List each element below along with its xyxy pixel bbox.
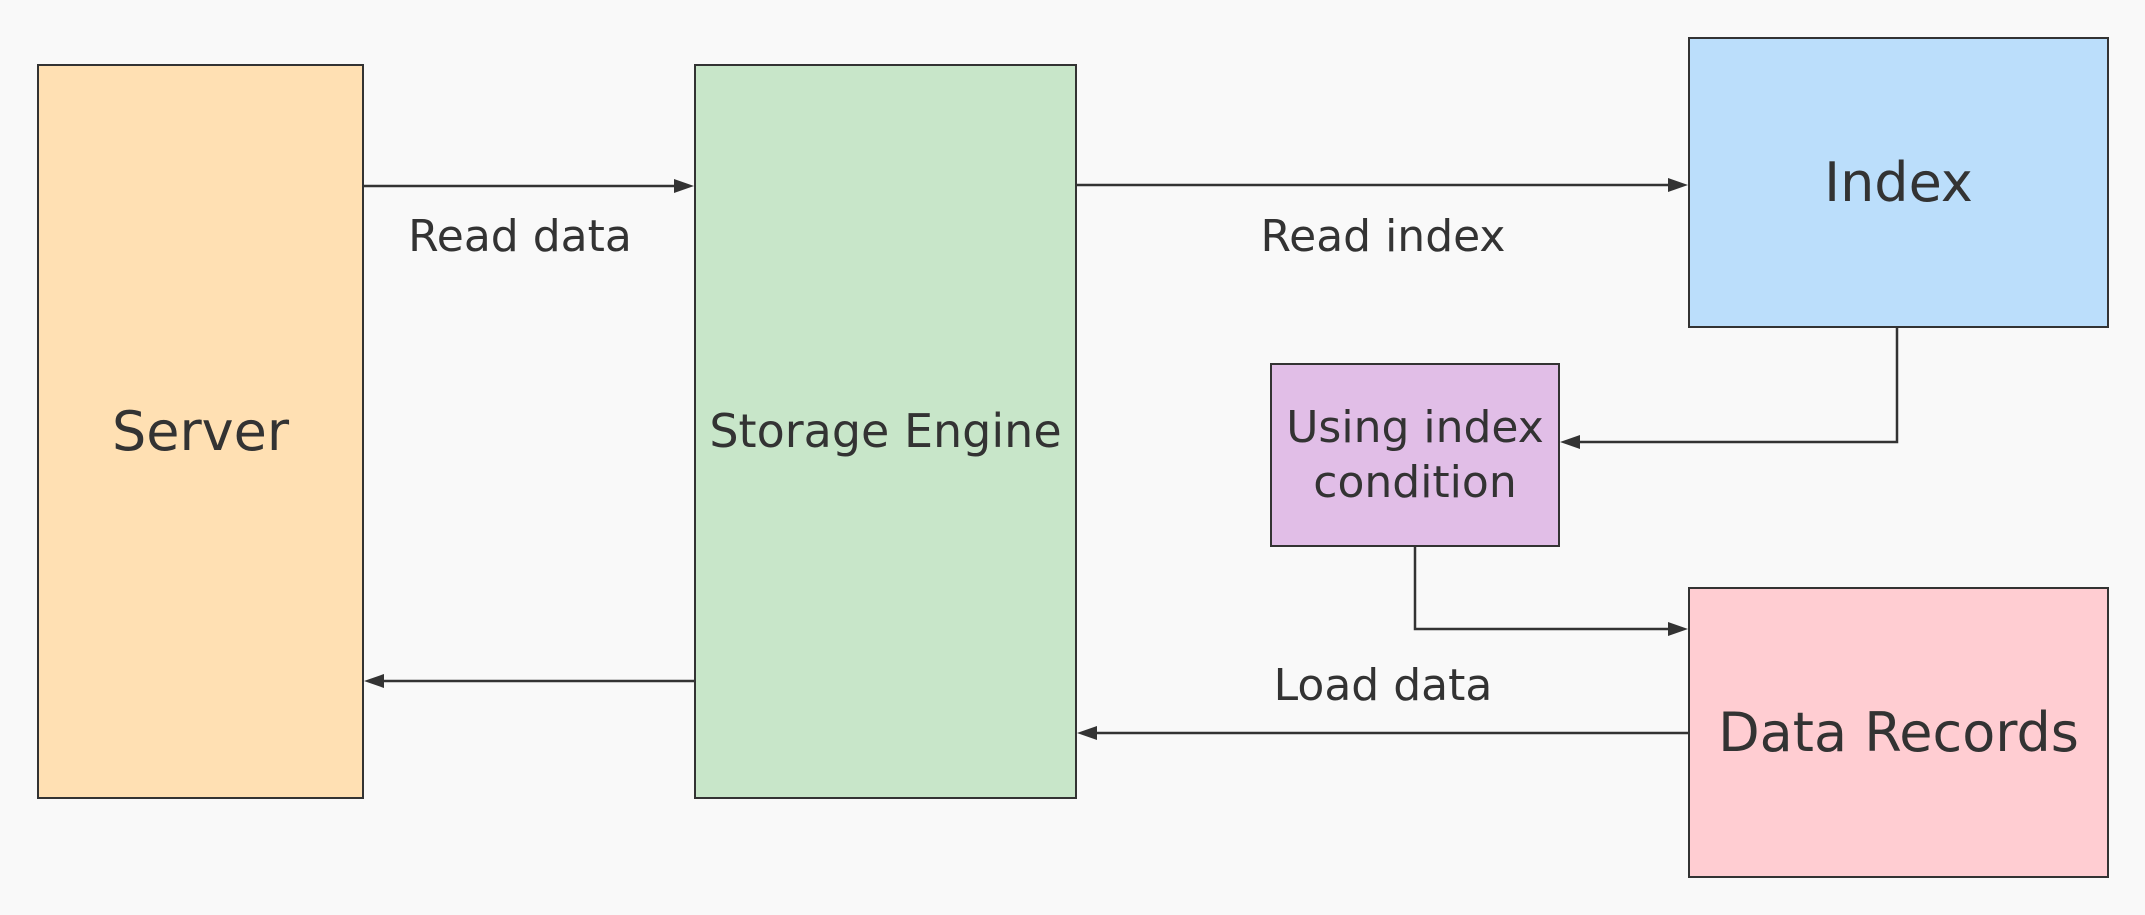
server-label: Server (111, 399, 290, 463)
storage-engine-label: Storage Engine (709, 403, 1062, 458)
arrowhead-storage-to-index (1668, 178, 1688, 192)
edge-index-to-condition (1574, 328, 1899, 444)
data-records-box: Data Records (1688, 587, 2109, 878)
arrowhead-condition-to-records (1668, 622, 1688, 636)
storage-engine-box: Storage Engine (694, 64, 1077, 799)
arrowhead-server-to-storage (674, 179, 694, 193)
arrowhead-records-to-storage (1077, 726, 1097, 740)
server-box: Server (37, 64, 364, 799)
arrowhead-storage-to-server (364, 674, 384, 688)
index-label: Index (1824, 150, 1973, 214)
using-index-condition-label: Using index condition (1286, 402, 1544, 508)
read-data-label: Read data (408, 211, 632, 262)
data-records-label: Data Records (1718, 700, 2079, 764)
read-index-label: Read index (1260, 211, 1506, 262)
using-index-condition-box: Using index condition (1270, 363, 1560, 547)
index-box: Index (1688, 37, 2109, 328)
edge-condition-to-records (1413, 547, 1674, 631)
load-data-label: Load data (1273, 660, 1493, 711)
arrowhead-index-to-condition (1560, 435, 1580, 449)
